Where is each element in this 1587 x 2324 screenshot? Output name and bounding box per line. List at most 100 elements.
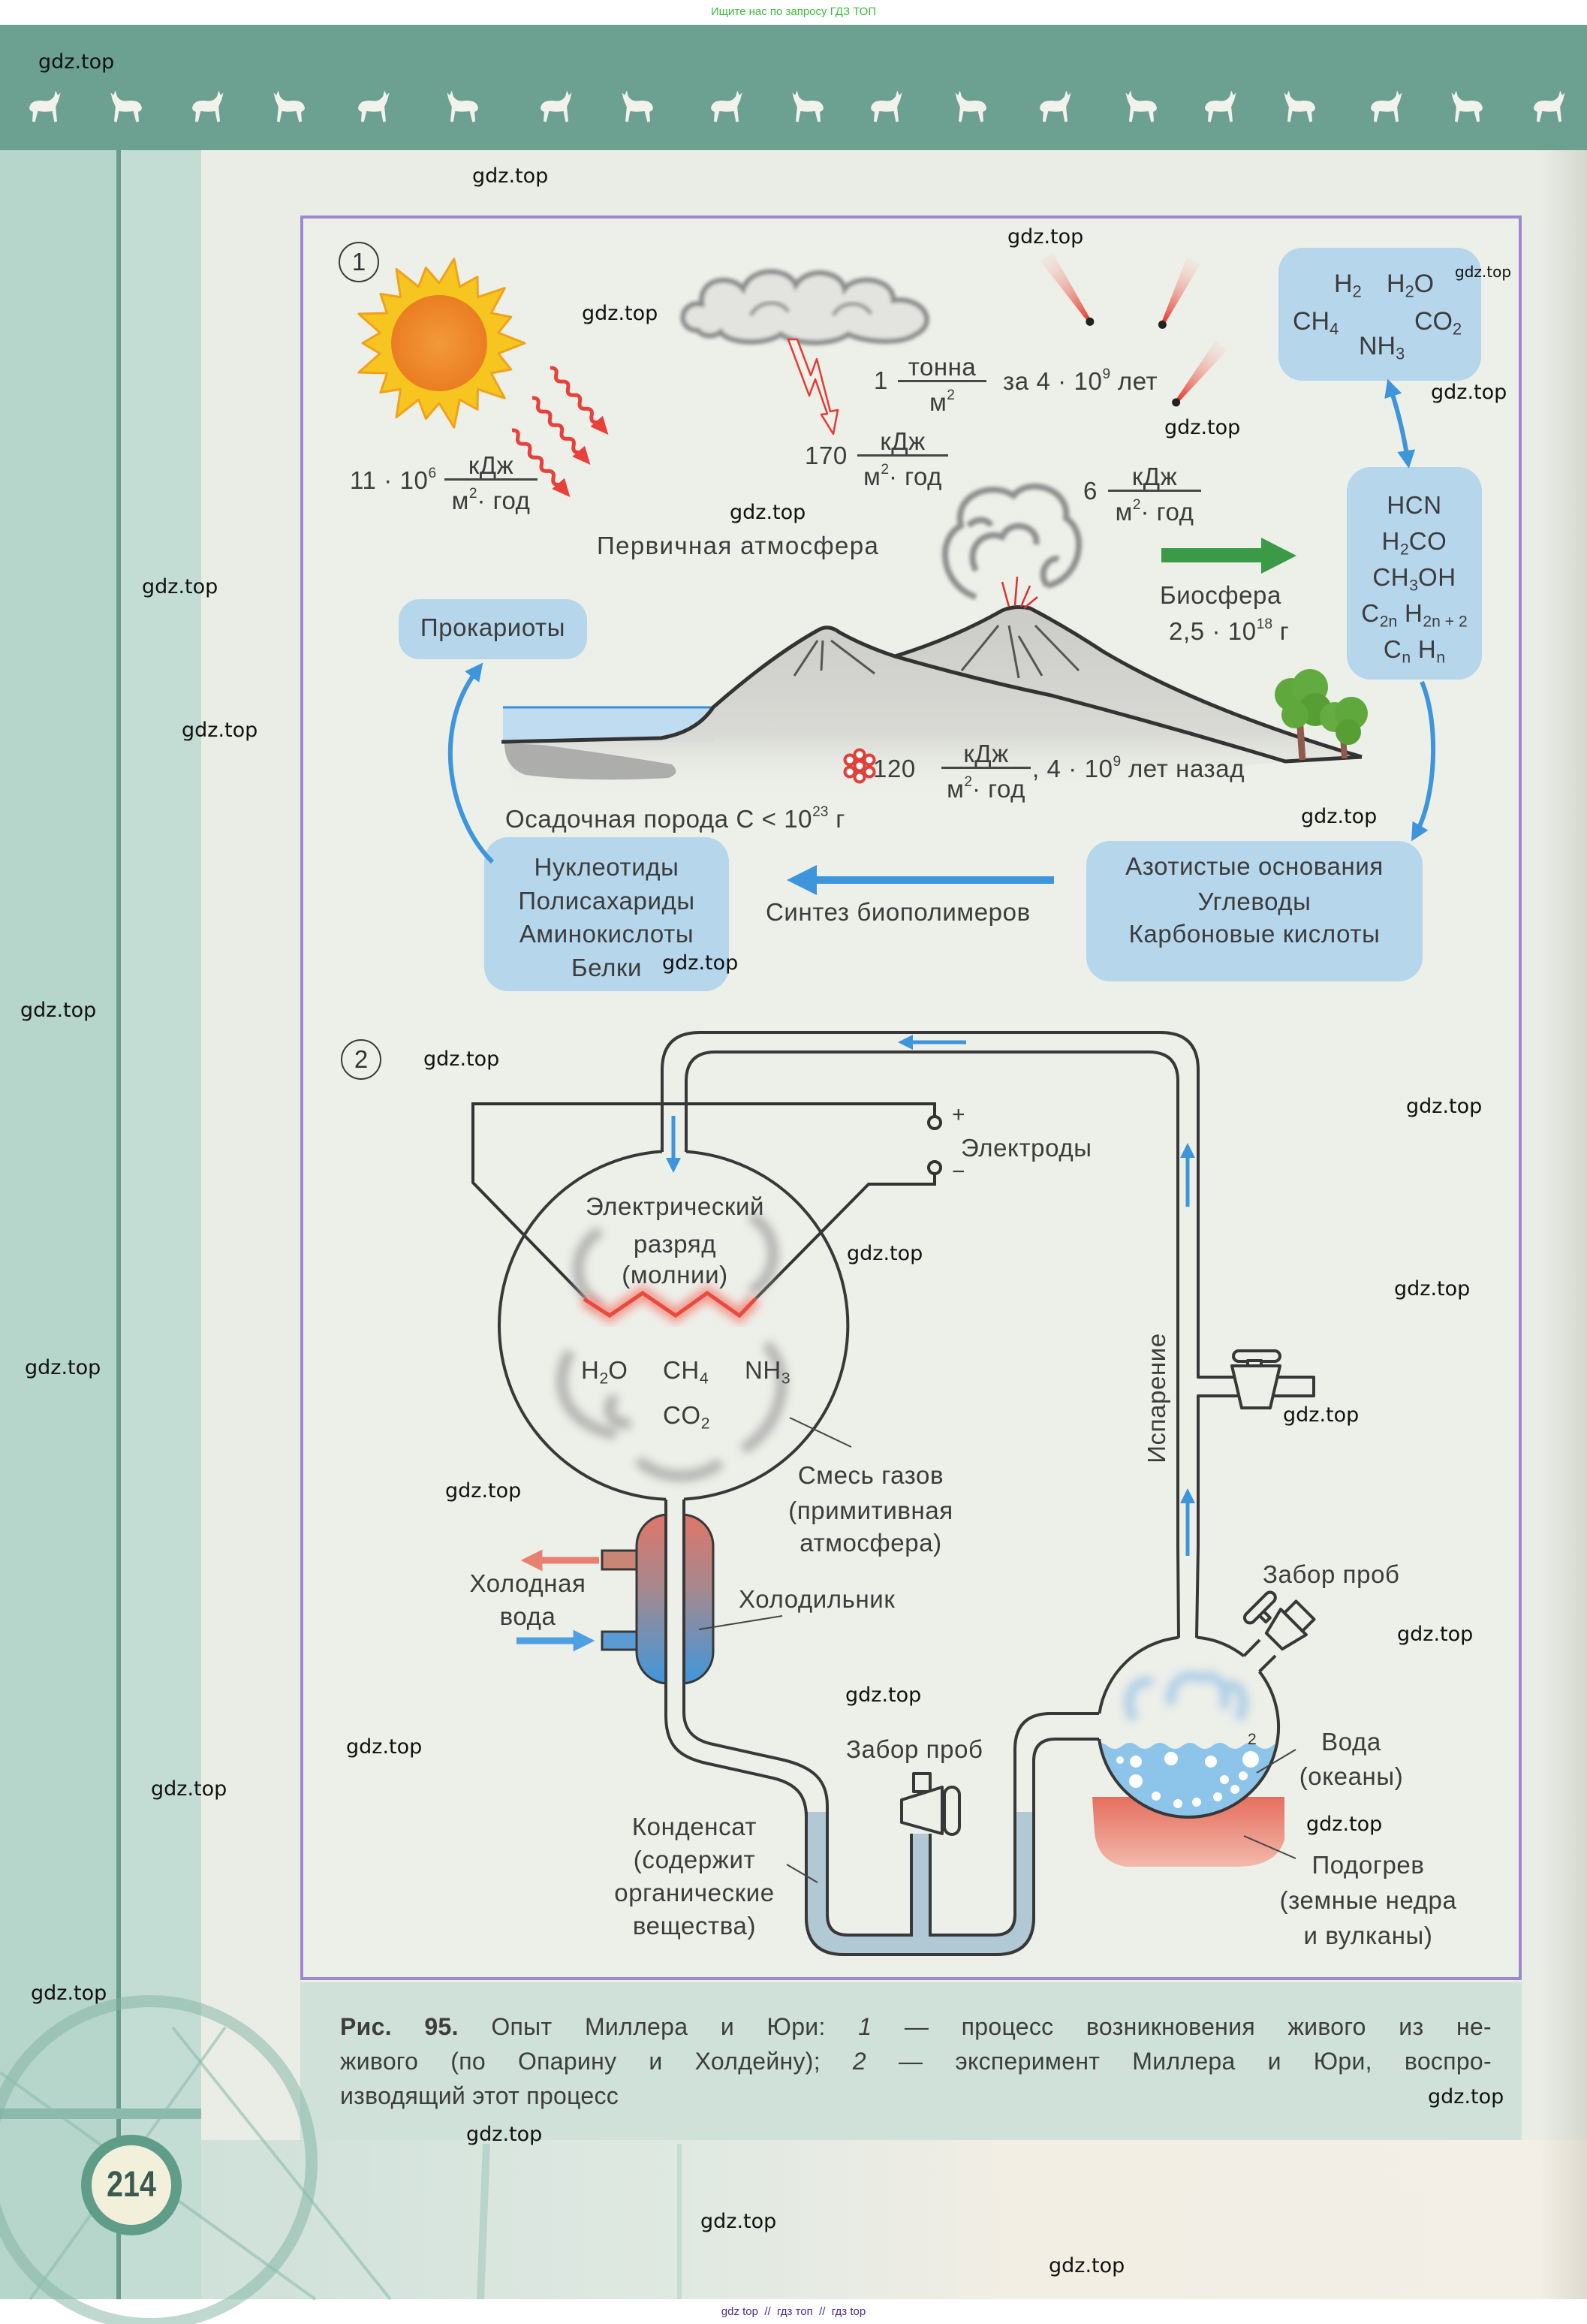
simple-organics-box: HCN H2CO CH3OH C2n H2n + 2 Cn Hn <box>1347 467 1482 680</box>
formula-h2o: H2O <box>1387 270 1435 301</box>
radioactivity-period: , 4 · 109 лет назад <box>1032 754 1245 782</box>
fraction-bar <box>857 454 948 457</box>
fraction-denominator: м2· год <box>863 462 942 490</box>
watermark: gdz.top <box>1283 1403 1360 1427</box>
lightning-energy-value: 170 <box>805 442 848 469</box>
watermark: gdz.top <box>20 999 97 1022</box>
cycle-arrow-to-prokaryotes <box>447 662 495 864</box>
volcanic-energy-unit: кДж м2· год <box>1108 464 1201 524</box>
water-label-line: (океаны) <box>1299 1762 1404 1790</box>
cold-water-label-line: вода <box>499 1602 556 1630</box>
watermark: gdz.top <box>182 719 258 742</box>
meteorite-period: за 4 · 109 лет <box>1003 366 1158 395</box>
condensate-liquid <box>806 1812 1034 1955</box>
corner-decoration <box>0 1995 682 2324</box>
caption-line: Рис. 95. Опыт Миллера и Юри: 1 — процесс… <box>340 2013 1492 2040</box>
negative-sign: − <box>952 1159 966 1184</box>
volcano-icon <box>501 483 1363 799</box>
fraction-numerator: кДж <box>963 740 1009 767</box>
positive-sign: + <box>952 1102 966 1127</box>
lightning-energy-unit: кДж м2· год <box>857 429 948 489</box>
heating-label: Подогрев (земные недра и вулканы) <box>1254 1852 1483 1958</box>
watermark: gdz.top <box>1431 381 1507 404</box>
decor-line <box>477 2143 490 2300</box>
watermark: gdz.top <box>1394 1277 1471 1301</box>
flask-formula-co2: CO2 <box>663 1401 710 1433</box>
negative-terminal <box>927 1160 942 1175</box>
formula-ch3oh: CH3OH <box>1372 563 1456 595</box>
bottom-banner: gdz top // гдз топ // гдз top <box>0 2299 1587 2324</box>
cloud-icon <box>680 269 929 345</box>
formula-co2: CO2 <box>1414 307 1462 339</box>
condensate-label-line: вещества) <box>632 1912 757 1940</box>
animal-silhouette-icon <box>273 90 305 122</box>
decor-ring <box>0 1995 318 2324</box>
watermark: gdz.top <box>662 951 739 975</box>
formula-h2co: H2CO <box>1381 527 1447 559</box>
watermark: gdz.top <box>151 1777 227 1801</box>
top-banner-text: Ищите нас по запросу ГДЗ ТОП <box>710 5 877 18</box>
primary-gases-box: H2 H2O CH4 CO2 NH3 <box>1278 248 1481 381</box>
fraction-numerator: тонна <box>908 353 977 381</box>
stopcock-icon <box>900 1772 961 1836</box>
fraction-numerator: кДж <box>880 427 926 455</box>
monomer-item: Карбоновые кислоты <box>1128 920 1381 948</box>
caption-line: изводящий этот процесс <box>340 2082 619 2109</box>
figure-part-2-marker: 2 <box>341 1039 381 1080</box>
sun-radiation-arrows <box>511 366 609 498</box>
animal-silhouette-icon <box>1451 90 1483 122</box>
meteorite-mass-unit: тонна м2 <box>898 354 986 414</box>
fraction-bar <box>941 767 1031 769</box>
land-mass <box>503 608 1362 799</box>
primary-atmosphere-label: Первичная атмосфера <box>597 532 880 559</box>
caption-band <box>300 1982 1522 2140</box>
condensate-label-line: Конденсат <box>631 1813 757 1840</box>
fraction-denominator: м2· год <box>947 774 1025 803</box>
tree-icon <box>1320 697 1368 759</box>
watermark: gdz.top <box>1301 805 1378 828</box>
watermark: gdz.top <box>31 1982 107 2005</box>
caption-label: Рис. 95. <box>340 2013 459 2040</box>
stopcock-icon <box>1242 1590 1316 1651</box>
electrodes-wiring <box>471 1102 942 1301</box>
watermark: gdz.top <box>1397 1623 1474 1646</box>
evaporation-label: Испарение <box>1143 1333 1170 1463</box>
callout-lines <box>698 1417 1296 1883</box>
watermark: gdz.top <box>582 302 658 325</box>
page-bottom-area <box>201 2140 1587 2299</box>
prokaryotes-box: Прокариоты <box>399 599 587 659</box>
monomers-box: Азотистые основания Углеводы Карбоновые … <box>1086 841 1423 981</box>
steam <box>1125 1671 1248 1722</box>
biosphere-label: Биосфера <box>1160 581 1281 609</box>
water-label-line: Вода <box>1321 1728 1381 1756</box>
animal-silhouette-icon <box>110 90 142 122</box>
heating-label-line: (земные недра <box>1279 1886 1457 1914</box>
wavy-arrow-icon <box>532 396 591 466</box>
formula-ch4: CH4 <box>1293 307 1339 339</box>
biopolymer-item: Белки <box>571 954 643 981</box>
margin-band <box>0 2108 201 2119</box>
fraction-bar <box>444 478 538 481</box>
animal-silhouette-icon <box>1534 90 1565 122</box>
fraction-numerator: кДж <box>468 451 514 479</box>
page-edge-shadow <box>1539 150 1587 2299</box>
bottom-banner-text: gdz top // гдз топ // гдз top <box>721 2305 866 2318</box>
animal-silhouette-icon <box>711 90 742 122</box>
sediment-label: Осадочная порода C < 1023 г <box>505 804 845 833</box>
discharge-label-line: (молнии) <box>622 1261 728 1289</box>
discharge-label: Электрический разряд (молнии) <box>525 1194 825 1292</box>
reaction-sphere-right <box>683 1150 850 1501</box>
condenser-jacket <box>601 1509 715 1689</box>
page-number-badge <box>81 2135 182 2235</box>
animal-silhouette-icon <box>29 90 61 122</box>
volcanic-energy-value: 6 <box>1083 477 1098 505</box>
caption-line: живого (по Опарину и Холдейну); 2 — эксп… <box>340 2048 1492 2075</box>
wavy-arrow-icon <box>511 428 571 498</box>
gas-mixture-label-line: (примитивная <box>788 1497 953 1524</box>
page-number: 214 <box>107 2165 156 2205</box>
exchange-double-arrow <box>1384 378 1416 469</box>
radioactivity-energy-value: 120 <box>873 755 916 782</box>
figure-part-1-marker: 1 <box>339 242 379 282</box>
volcano-outline <box>894 605 1363 759</box>
fraction-bar <box>1108 490 1201 492</box>
